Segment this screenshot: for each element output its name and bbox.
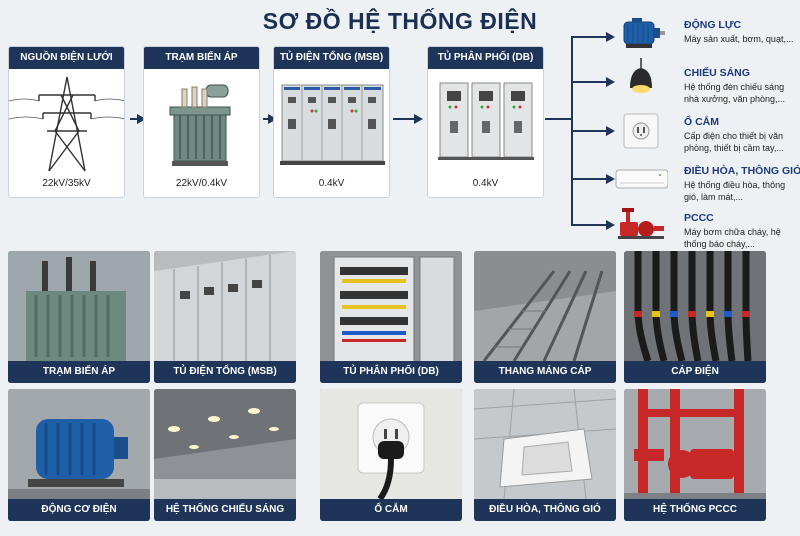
stage-voltage: 22kV/0.4kV [175,178,228,189]
diagram-title: SƠ ĐỒ HỆ THỐNG ĐIỆN [262,8,538,34]
load-title: CHIẾU SÁNG [684,67,750,79]
photo-caption: ĐỘNG CƠ ĐIỆN [8,499,150,521]
load-title: Ổ CẮM [684,116,719,128]
air-conditioner-icon [614,160,669,200]
photo-distribution-board: TỦ PHÂN PHỐI (DB) [320,251,462,383]
stage-label: TỦ ĐIỆN TỔNG (MSB) [274,47,389,69]
photo-transformer-station: TRẠM BIẾN ÁP [8,251,150,383]
photo-caption: HỆ THỐNG PCCC [624,499,766,521]
lamp-icon [614,58,668,98]
photo-power-cables: CÁP ĐIỆN [624,251,766,383]
photo-caption: HỆ THỐNG CHIẾU SÁNG [154,499,296,521]
branch-arrow [571,77,615,87]
fire-pump-icon [614,204,668,244]
motor-icon [614,14,668,54]
stage-msb: TỦ ĐIỆN TỔNG (MSB) 0.4kV [273,46,390,198]
flow-arrow [130,114,146,124]
photo-fire-protection: HỆ THỐNG PCCC [624,389,766,521]
photo-air-conditioning: ĐIỀU HÒA, THÔNG GIÓ [474,389,616,521]
load-title: PCCC [684,212,714,224]
load-description: Cấp điện cho thiết bị văn phòng, thiết b… [684,131,784,153]
socket-icon [614,110,668,150]
switchboard-icon [274,71,389,179]
stage-voltage: 22kV/35kV [42,178,91,189]
stage-db: TỦ PHÂN PHỐI (DB) 0.4kV [427,46,544,198]
photo-electric-motor: ĐỘNG CƠ ĐIỆN [8,389,150,521]
stage-label: TRẠM BIẾN ÁP [144,47,259,69]
stage-transformer: TRẠM BIẾN ÁP 22kV/0.4kV [143,46,260,198]
photo-main-switchboard: TỦ ĐIỆN TỔNG (MSB) [154,251,296,383]
load-description: Máy sản xuất, bơm, quạt,... [684,34,794,44]
photo-caption: THANG MÁNG CÁP [474,361,616,383]
branch-arrow [571,126,615,136]
stage-voltage: 0.4kV [318,178,345,189]
photo-caption: TỦ ĐIỆN TỔNG (MSB) [154,361,296,383]
stage-label: NGUỒN ĐIỆN LƯỚI [9,47,124,69]
power-tower-icon [9,71,124,179]
load-title: ĐỘNG LỰC [684,19,742,31]
photo-caption: CÁP ĐIỆN [624,361,766,383]
photo-caption: ĐIỀU HÒA, THÔNG GIÓ [474,499,616,521]
distribution-board-icon [428,71,543,179]
branch-arrow [571,220,615,230]
branch-arrow [571,32,615,42]
flow-arrow [393,114,423,124]
photo-cable-tray: THANG MÁNG CÁP [474,251,616,383]
branch-arrow [571,174,615,184]
photo-caption: TỦ PHÂN PHỐI (DB) [320,361,462,383]
stage-grid-source: NGUỒN ĐIỆN LƯỚI 22kV/35kV [8,46,125,198]
flow-arrow [545,114,572,124]
photo-caption: Ổ CẮM [320,499,462,521]
load-description: Hệ thống điều hòa, thông gió, làm mát,..… [684,180,786,202]
photo-lighting-system: HỆ THỐNG CHIẾU SÁNG [154,389,296,521]
load-description: Máy bơm chữa cháy, hệ thống báo cháy,... [684,227,781,249]
photo-wall-socket: Ổ CẮM [320,389,462,521]
photo-caption: TRẠM BIẾN ÁP [8,361,150,383]
load-title: ĐIỀU HÒA, THÔNG GIÓ [684,165,800,177]
load-description: Hệ thống đèn chiếu sáng nhà xưởng, văn p… [684,82,785,104]
transformer-icon [144,71,259,179]
flow-arrow [263,114,277,124]
stage-voltage: 0.4kV [472,178,499,189]
stage-label: TỦ PHÂN PHỐI (DB) [428,47,543,69]
